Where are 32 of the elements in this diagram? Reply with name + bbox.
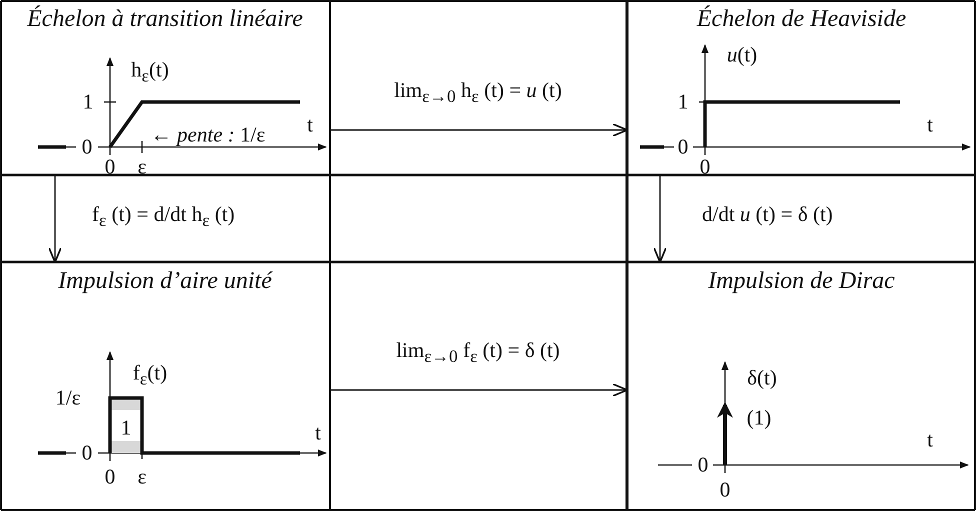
tick-label: 0 [720, 478, 730, 502]
axis-label: t [315, 420, 321, 446]
tick-label: 0 [698, 452, 708, 478]
axis-label: t [307, 112, 313, 138]
tick-label: 0 [104, 464, 116, 490]
arrow [331, 383, 628, 397]
area-label: 1 [120, 416, 132, 440]
axis-label: f$_{ε}$(t) [132, 360, 168, 390]
tick-label: 1 [678, 90, 688, 114]
arrow [48, 176, 62, 264]
tick-label: 0 [104, 154, 116, 180]
tick-label: 0 [678, 134, 688, 160]
axis-label: h$_{ε}$(t) [131, 57, 169, 87]
arrow [331, 123, 628, 137]
axis-label: δ(t) [747, 366, 777, 390]
tick-label: 1 [82, 90, 94, 114]
cell-title: Impulsion de Dirac [707, 268, 896, 295]
cell-title: Impulsion d’aire unité [57, 268, 274, 295]
axis-label: t [927, 428, 933, 452]
tick-label: ε [138, 154, 146, 180]
axis-label: u(t) [726, 42, 758, 68]
tick-label: 1/ε [55, 386, 81, 410]
axis-label: t [927, 112, 933, 138]
slope-note: ← pente : 1/ε [150, 122, 266, 148]
tick-label: 0 [82, 134, 92, 160]
cell-title: Échelon de Heaviside [696, 6, 908, 33]
tick-label: ε [138, 464, 146, 490]
cell-title: Échelon à transition linéaire [26, 6, 304, 33]
tick-label: 0 [700, 154, 710, 180]
tick-label: 0 [82, 440, 92, 466]
weight-label: (1) [746, 406, 772, 430]
arrow [653, 176, 667, 264]
